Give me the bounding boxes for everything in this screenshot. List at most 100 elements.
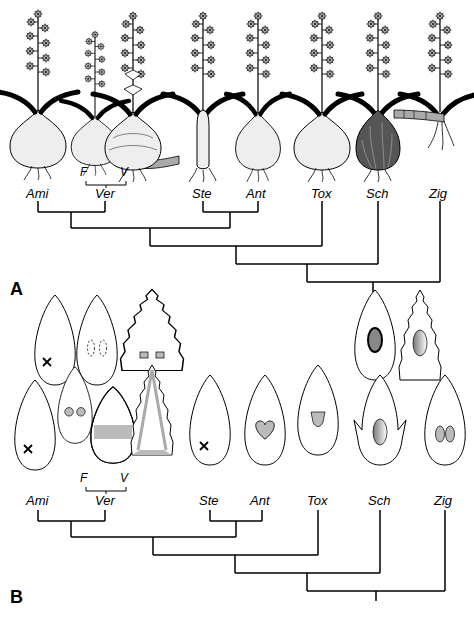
tepal-sch-top-2 <box>413 330 427 356</box>
tepal-ver-v <box>132 450 172 455</box>
tepal-ver-f-2 <box>91 387 135 464</box>
taxon-label: Ver <box>95 187 115 201</box>
tepal-ste <box>200 442 208 450</box>
plant-ami <box>0 92 78 180</box>
tepal-ver-f-1 <box>58 367 92 444</box>
plant-tox <box>282 94 362 182</box>
tepal-ver-v-top <box>121 290 184 371</box>
tepal-sch <box>373 419 387 445</box>
plant-ver-v <box>121 12 146 113</box>
taxon-label: Ami <box>26 187 48 201</box>
plant-zig <box>428 121 454 150</box>
tepal-tox <box>311 412 325 427</box>
taxon-label: Sch <box>366 187 388 201</box>
tepal-ami <box>15 380 55 470</box>
plant-tox <box>310 12 335 113</box>
plant-ver-f <box>84 31 105 116</box>
tepal-ver-v-top <box>121 290 184 371</box>
variant-label: V <box>120 166 128 179</box>
tepal-ami-top <box>35 295 75 385</box>
cladogram-b <box>38 487 445 601</box>
tepal-sch-top-1 <box>355 290 395 380</box>
tepal-ver-v-top <box>140 352 148 358</box>
panel-letter: A <box>10 280 23 300</box>
tepal-ste <box>190 375 230 465</box>
tepal-zig <box>436 426 445 442</box>
tepal-ami <box>24 445 32 453</box>
plant-ant <box>226 94 290 182</box>
cladogram-a <box>38 201 440 292</box>
plant-ant <box>226 94 290 182</box>
plant-ver-v <box>124 70 142 95</box>
tepal-ami-top <box>35 295 75 385</box>
tepal-ant <box>256 421 275 439</box>
tepal-zig <box>425 375 465 465</box>
tepal-ver-top <box>100 340 107 356</box>
plant-ami <box>26 10 51 111</box>
tepal-ver-v <box>131 365 173 455</box>
tepal-ver-top <box>77 295 117 385</box>
cladogram-a <box>38 181 440 292</box>
variant-label: F <box>80 472 87 485</box>
plant-sch <box>366 12 391 113</box>
tepal-ver-f-2 <box>91 387 135 464</box>
tepal-illustrations <box>15 290 465 471</box>
tepal-ver-v-top <box>156 352 164 358</box>
taxon-label: Tox <box>311 187 331 201</box>
plant-zig <box>428 12 453 113</box>
tepal-ver-f-2 <box>91 387 135 464</box>
plant-ste <box>197 110 209 169</box>
tepal-tox <box>298 365 338 455</box>
plant-illustrations <box>0 10 474 183</box>
tepal-sch <box>354 375 406 465</box>
tepal-zig <box>425 375 465 465</box>
cladogram-b <box>38 510 445 601</box>
taxon-label: Zig <box>434 494 452 508</box>
tepal-zig <box>446 426 455 442</box>
plant-ver-v <box>109 134 157 151</box>
tepal-ver-top <box>88 340 95 356</box>
tepal-tox <box>298 365 338 455</box>
cladogram-b <box>86 487 126 494</box>
tepal-ver-f-1 <box>58 367 92 444</box>
plant-zig <box>394 12 474 151</box>
plant-ste <box>189 168 216 182</box>
tepal-ste <box>190 375 230 465</box>
tepal-ant <box>245 375 285 465</box>
panel-letter: B <box>10 588 23 608</box>
tepal-sch <box>354 375 406 465</box>
taxon-label: Zig <box>429 187 447 201</box>
tepal-ver-f-1 <box>65 408 74 417</box>
tepal-sch-top-1 <box>368 328 382 352</box>
plant-ste <box>191 12 216 113</box>
tepal-ver-v-top <box>121 290 184 371</box>
plant-ant <box>226 12 290 183</box>
tepal-ver-v <box>131 365 173 455</box>
tepal-ver-f-1 <box>77 408 86 417</box>
taxon-label: Ste <box>192 187 212 201</box>
tepal-ver-f-2 <box>94 425 132 439</box>
tepal-ami-top <box>43 358 51 366</box>
taxon-label: Ant <box>250 494 270 508</box>
tepal-ami <box>15 380 55 470</box>
plant-zig <box>394 110 444 122</box>
taxon-label: Sch <box>368 494 390 508</box>
plant-sch <box>362 122 392 169</box>
taxon-label: Ant <box>246 187 266 201</box>
tepal-ant <box>245 375 285 465</box>
tepal-sch-top-1 <box>355 290 395 380</box>
taxon-label: Ste <box>199 494 219 508</box>
taxon-label: Tox <box>307 494 327 508</box>
tepal-ver-top <box>77 295 117 385</box>
variant-label: V <box>120 472 128 485</box>
tepal-ver-f-2 <box>91 387 135 464</box>
variant-label: F <box>80 166 87 179</box>
plant-ami <box>0 10 78 181</box>
tepal-ver-f-2 <box>91 387 135 464</box>
plant-sch <box>356 110 400 170</box>
plant-ant <box>246 12 271 113</box>
tepal-sch-top-2 <box>399 290 441 380</box>
